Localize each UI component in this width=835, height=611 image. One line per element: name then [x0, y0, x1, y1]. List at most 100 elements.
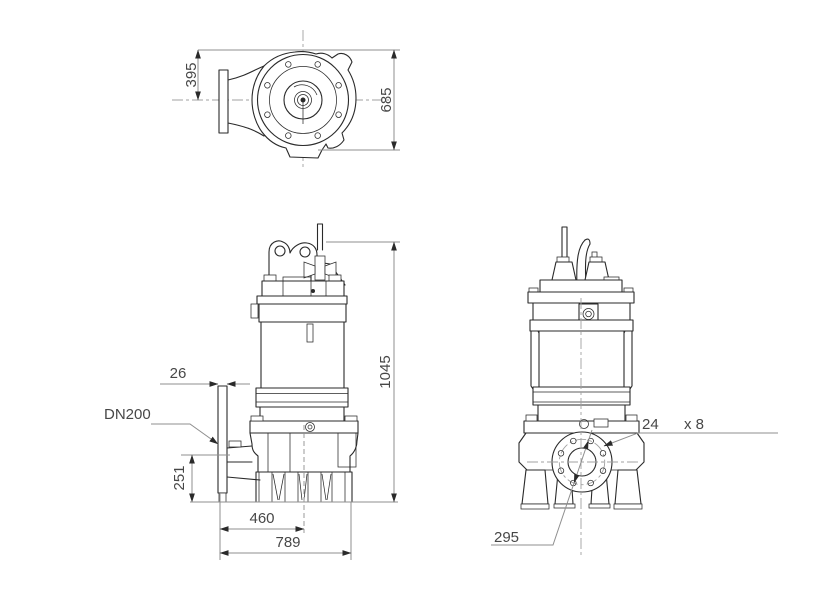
pump-housing-top: [537, 404, 626, 422]
bolt-hole: [557, 467, 565, 474]
cover-bolt-right: [328, 274, 342, 282]
strainer-frame: [251, 471, 357, 503]
bolt-hole: [264, 82, 271, 89]
top-cover: [539, 279, 623, 293]
bolt-hole: [314, 61, 321, 68]
housing-tab: [250, 303, 259, 319]
gland-cap-left: [556, 256, 570, 263]
clamp-band-seams: [533, 391, 630, 403]
dimension-label-x8: x 8: [684, 416, 704, 433]
dimension-26: 26: [160, 365, 250, 387]
dimension-460: 460: [219, 493, 305, 560]
gland-wing-left: [303, 261, 316, 279]
pipe-bottom-curve: [227, 122, 265, 137]
dimension-label-1045: 1045: [377, 355, 394, 388]
power-cable: [316, 223, 324, 251]
sensor-screw-inner: [585, 310, 592, 318]
dimension-label-685: 685: [378, 87, 395, 112]
impeller-arc: [293, 84, 318, 96]
bolt-circle: [558, 438, 606, 486]
pipe-bolt: [228, 440, 242, 448]
dimension-label-251: 251: [171, 465, 188, 490]
leg: [521, 469, 549, 505]
foot: [553, 503, 576, 509]
foot: [588, 503, 611, 509]
volute-rib-right: [337, 432, 357, 468]
strainer-vanes: [272, 473, 332, 501]
arrowhead-lower: [573, 473, 580, 484]
clamp-ring: [529, 319, 634, 332]
casing-legs: [520, 469, 643, 510]
top-cover: [261, 280, 345, 297]
casing-left: [518, 432, 528, 471]
dimension-label-789: 789: [275, 534, 300, 551]
stator-housing: [538, 330, 625, 388]
dimension-label-dn200: DN200: [104, 406, 151, 423]
sensor-plug: [306, 323, 314, 343]
dimension-label-26: 26: [170, 365, 187, 382]
discharge-flange: [217, 385, 228, 494]
clamp-band: [255, 387, 349, 408]
volute-bolt-left: [250, 415, 264, 422]
dimension-251: 251: [171, 454, 230, 503]
bolt-hole: [285, 132, 292, 139]
strainer-bars: [258, 472, 346, 502]
bolt-hole: [335, 111, 342, 118]
label-bolt-holes: 24 x 8: [603, 416, 778, 447]
cover-bolt-right: [623, 287, 634, 293]
cable-loop-bend: [584, 238, 591, 245]
bolt-holes: [264, 61, 342, 139]
discharge-flange-plate: [218, 69, 229, 134]
dimension-label-295: 295: [494, 529, 519, 546]
cover-bolt-left: [528, 287, 539, 293]
flange-bolt-holes: [557, 437, 607, 487]
foot: [520, 503, 550, 510]
volute-bolt-left: [525, 414, 538, 422]
arrowhead-upper: [583, 440, 589, 450]
dimension-395: 395: [183, 49, 400, 101]
top-view: 395 685: [172, 30, 400, 168]
bolt-hole: [599, 467, 607, 474]
dimension-label-24: 24: [642, 416, 659, 433]
side-view: 24 x 8 295: [491, 226, 778, 556]
dimension-789: 789: [219, 502, 352, 560]
leader-line: [491, 429, 593, 546]
pump-housing-top: [259, 406, 345, 422]
stator-housing-top: [258, 303, 347, 323]
volute-fitting: [593, 418, 609, 428]
handle-eye-left: [274, 245, 286, 257]
bolt-hole: [285, 61, 292, 68]
bolt-hole: [570, 437, 577, 445]
leg: [614, 469, 642, 505]
cover-screw: [311, 289, 315, 293]
cable-gland-post: [314, 255, 326, 281]
label-bolt-circle: 295: [491, 429, 593, 546]
volute-plug-center: [307, 424, 313, 430]
stator-housing: [260, 321, 345, 389]
cover-bolt-left: [263, 274, 277, 282]
dimension-label-395: 395: [183, 62, 200, 87]
front-view: 26 DN200 251 460 789 1: [104, 223, 400, 560]
volute-washer: [579, 419, 589, 429]
handle-eye-right: [299, 246, 311, 258]
volute-bolt-right: [625, 414, 638, 422]
bolt-hole: [599, 450, 607, 457]
bolt-hole: [314, 132, 321, 139]
volute-band: [523, 420, 640, 434]
casing-right: [635, 432, 645, 471]
pipe-top-curve: [227, 65, 265, 81]
volute-bolt-right: [344, 415, 358, 422]
bolt-hole: [335, 82, 342, 89]
dimension-label-460: 460: [249, 510, 274, 527]
volute-ribs: [267, 433, 291, 472]
cable-gland-left: [551, 261, 577, 281]
bolt-hole: [557, 450, 565, 457]
leader-line: [603, 432, 778, 447]
housing-circle: [269, 66, 337, 134]
bolt-hole: [587, 479, 594, 487]
leader-line: [151, 423, 219, 445]
bolt-hole: [264, 111, 271, 118]
volute-plug: [305, 422, 315, 432]
